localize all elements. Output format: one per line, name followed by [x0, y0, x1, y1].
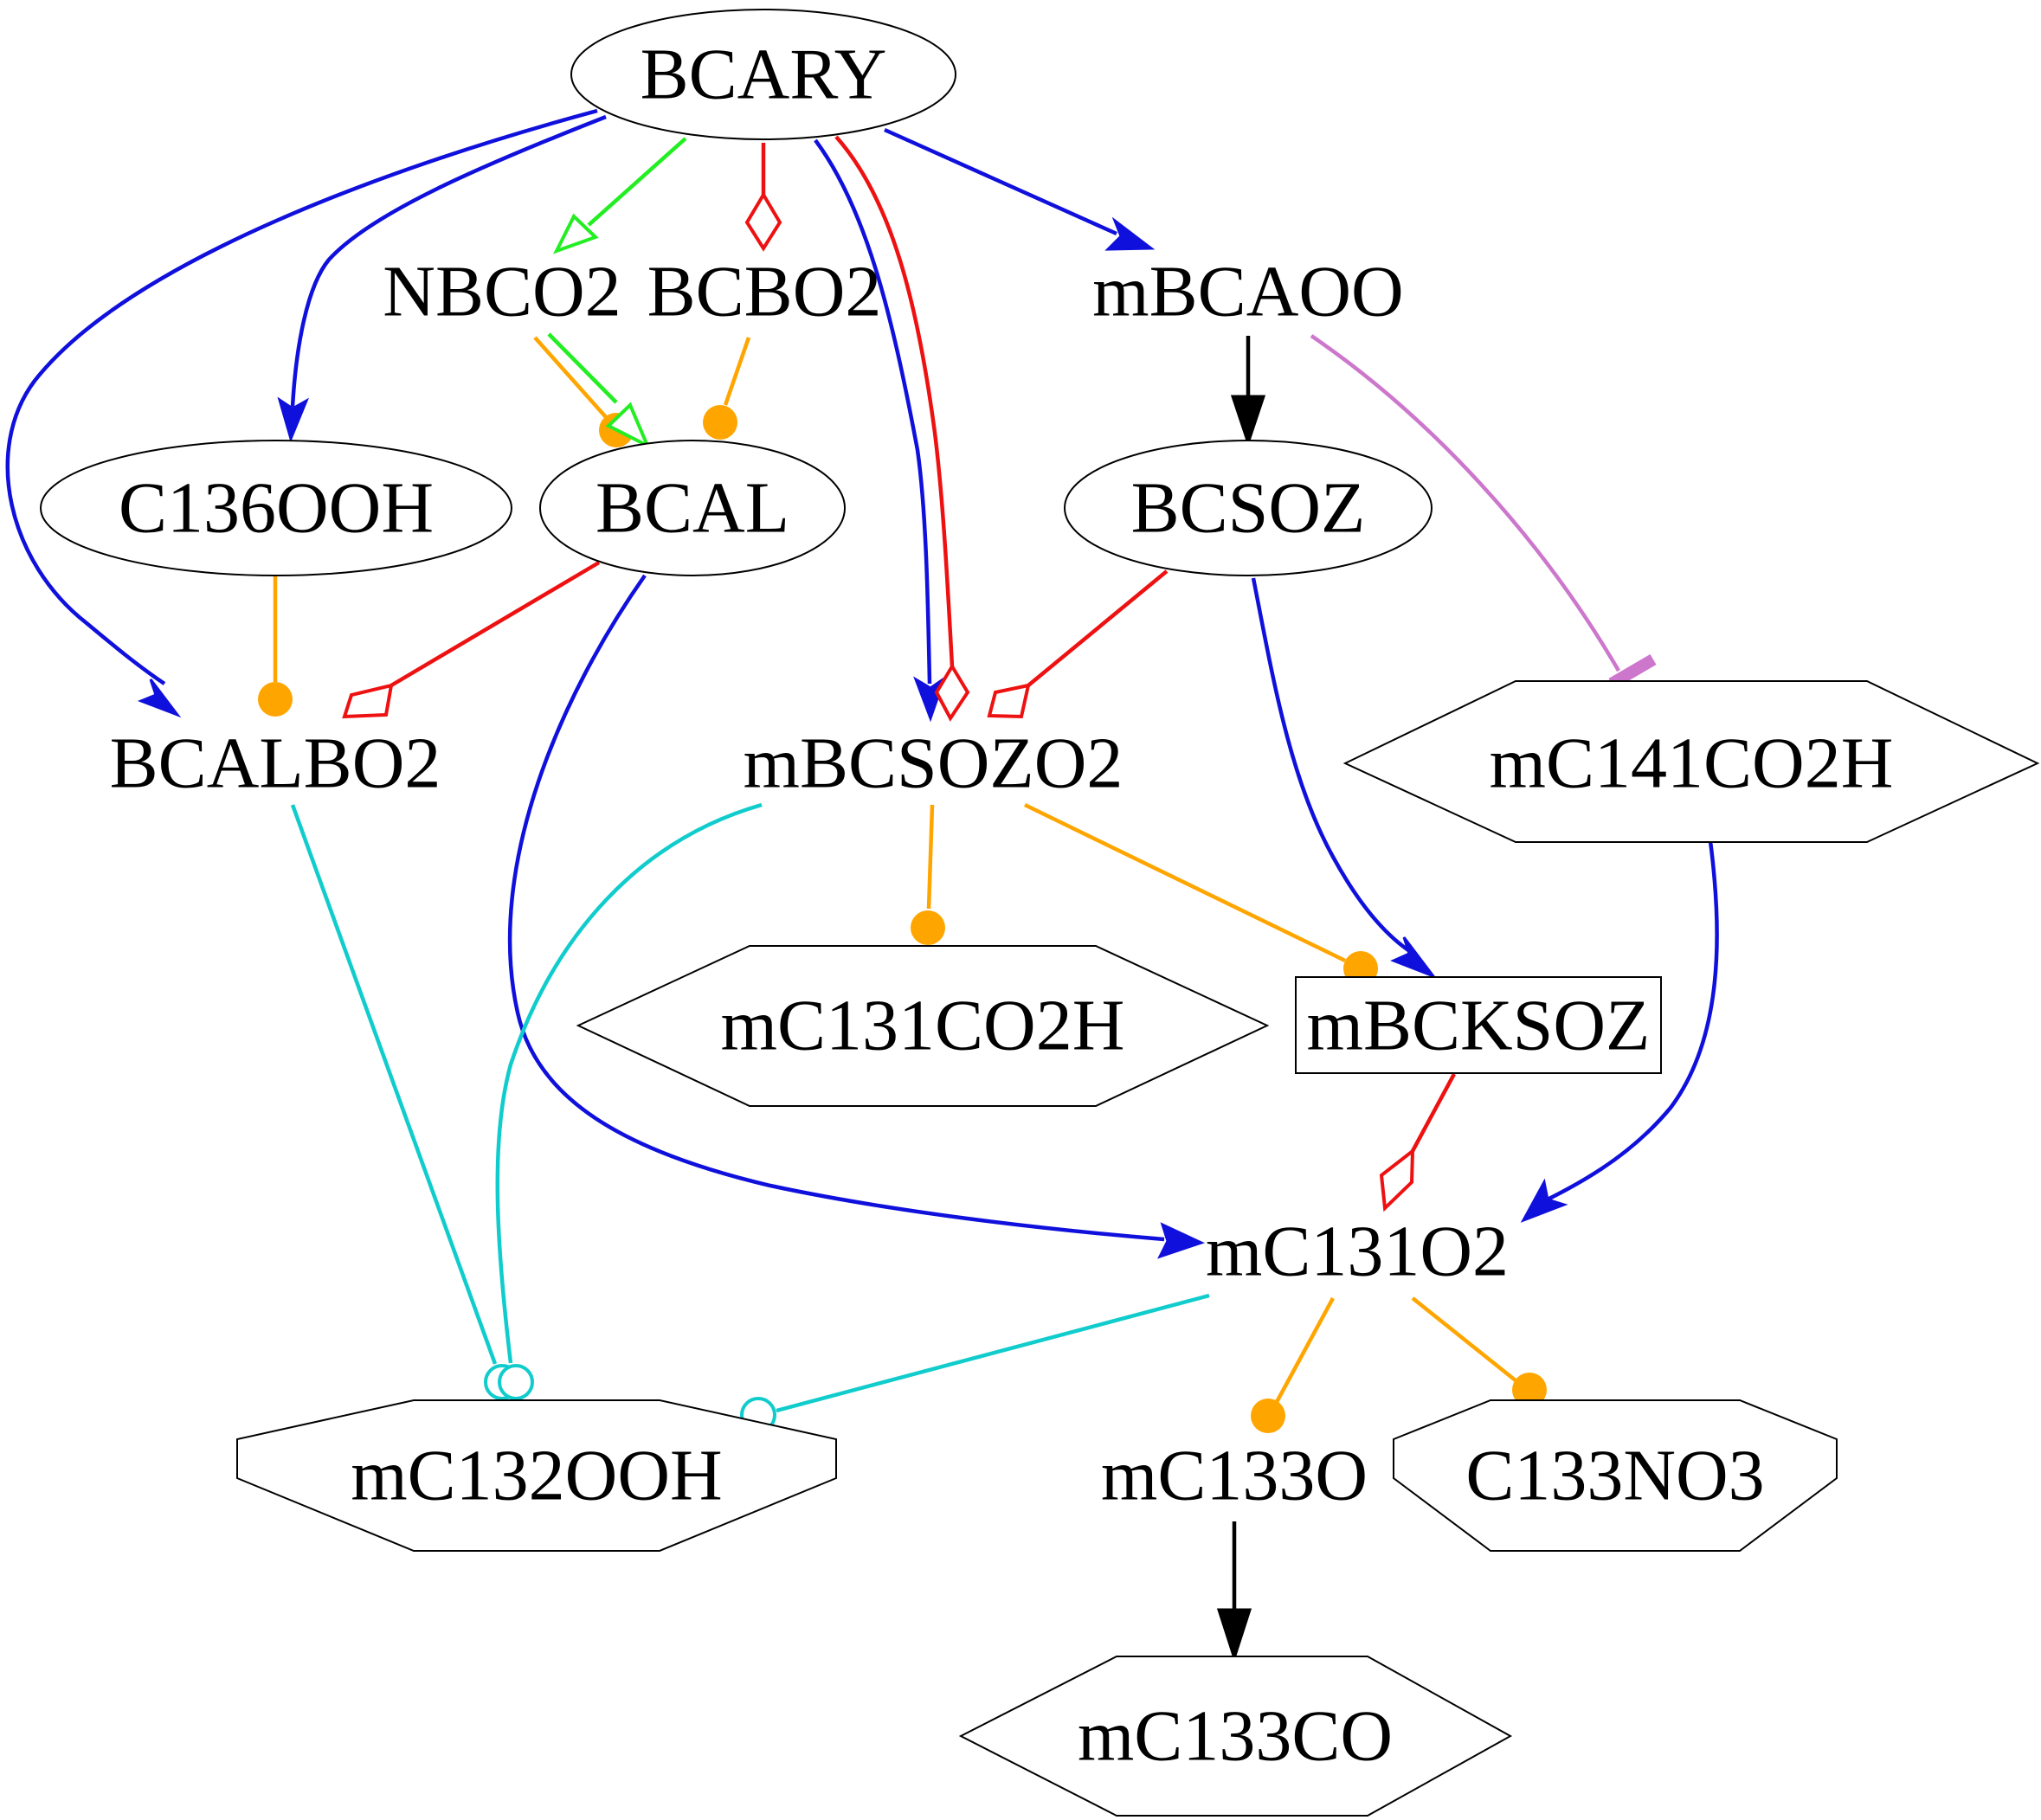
node-label: mC133CO — [1078, 1696, 1393, 1777]
node-mc141co2h: mC141CO2H — [1342, 680, 2040, 843]
node-label: mC132OOH — [351, 1436, 722, 1516]
edge-mbcaoo-bcsoz — [1230, 336, 1266, 447]
empty-diamond-arrowhead — [987, 683, 1031, 719]
vee-arrowhead — [1520, 1178, 1568, 1223]
edge-bcsoz-mbcksoz — [1251, 577, 1438, 980]
edge-bcary-bcalbo2 — [5, 108, 598, 718]
normal-arrowhead — [1216, 1608, 1252, 1662]
empty-diamond-arrowhead — [1379, 1147, 1415, 1212]
vee-arrowhead — [277, 396, 310, 443]
node-label: mBCAOO — [1092, 252, 1403, 332]
node-mc131co2h: mC131CO2H — [576, 945, 1270, 1107]
empty-diamond-arrowhead — [342, 683, 394, 719]
node-mc132ooh: mC132OOH — [236, 1399, 837, 1552]
node-label: mC141CO2H — [1490, 723, 1894, 804]
edge-mbcaoo-mc141co2h — [1310, 334, 1657, 690]
edge-c136ooh-bcalbo2 — [258, 576, 293, 717]
node-label: BCSOZ — [1131, 468, 1366, 549]
node-label: C136OOH — [119, 468, 434, 549]
node-mc133co: mC133CO — [958, 1656, 1513, 1817]
edge-bcal-mc131o2 — [507, 574, 1206, 1259]
node-mbcaoo: mBCAOO — [1092, 252, 1403, 332]
tee-arrowhead — [1608, 653, 1657, 690]
edge-bcal-bcalbo2 — [342, 561, 601, 719]
node-mbcsozo2: mBCSOZO2 — [744, 723, 1124, 804]
node-bcbo2: BCBO2 — [647, 252, 882, 332]
node-label: C133NO3 — [1465, 1436, 1764, 1516]
node-mbcksoz: mBCKSOZ — [1295, 976, 1662, 1074]
edge-mc131o2-mc132ooh — [740, 1293, 1210, 1433]
empty-triangle-arrowhead — [552, 213, 599, 254]
edge-bcary-bcbo2 — [744, 143, 782, 252]
node-label: mC133O — [1101, 1436, 1368, 1516]
edge-bcary-mbcsozo2-red — [834, 135, 970, 722]
node-bcsoz: BCSOZ — [1064, 440, 1433, 576]
node-label: NBCO2 — [383, 252, 621, 332]
edge-mc141co2h-mc131o2 — [1520, 840, 1719, 1223]
edge-mbcsozo2-mc131co2h — [911, 804, 945, 945]
edge-mc131o2-c133no3 — [1411, 1296, 1547, 1407]
node-c133no3: C133NO3 — [1393, 1399, 1838, 1552]
node-label: mC131CO2H — [721, 986, 1125, 1066]
dot-arrowhead — [1251, 1399, 1285, 1433]
empty-diamond-arrowhead — [934, 663, 970, 722]
vee-arrowhead — [1104, 216, 1156, 251]
nodes: BCARY NBCO2 BCBO2 mBCAOO C136OOH BCAL BC… — [40, 9, 2040, 1817]
edge-bcalbo2-mc132ooh — [290, 804, 520, 1400]
edge-mbcksoz-mc131o2 — [1379, 1072, 1456, 1212]
edge-bcbo2-bcal — [703, 337, 751, 440]
node-label: mC131O2 — [1206, 1212, 1509, 1292]
node-mc133o: mC133O — [1101, 1436, 1368, 1516]
edge-mbcsozo2-mc132ooh — [495, 802, 763, 1400]
edges — [5, 108, 1719, 1662]
dot-arrowhead — [258, 682, 293, 717]
vee-arrowhead — [137, 678, 182, 718]
empty-triangle-arrowhead — [605, 402, 651, 450]
edge-bcsoz-mbcsozo2 — [987, 569, 1169, 719]
node-label: BCBO2 — [647, 252, 882, 332]
edge-mc131o2-mc133o — [1251, 1296, 1335, 1433]
dot-arrowhead — [1512, 1373, 1547, 1407]
edge-bcary-c136ooh — [277, 114, 607, 443]
empty-diamond-arrowhead — [744, 191, 782, 252]
edge-nbco2-bcal-green — [547, 332, 651, 450]
node-bcalbo2: BCALBO2 — [110, 723, 441, 804]
node-bcal: BCAL — [539, 440, 846, 576]
edge-bcary-nbco2 — [552, 137, 687, 254]
edge-bcary-mbcsozo2-blue — [814, 138, 947, 723]
dot-arrowhead — [911, 910, 945, 945]
normal-arrowhead — [1230, 395, 1266, 447]
dot-arrowhead — [703, 405, 737, 440]
node-nbco2: NBCO2 — [383, 252, 621, 332]
node-bcary: BCARY — [570, 9, 956, 140]
node-label: BCARY — [641, 35, 887, 115]
edge-mc133o-mc133co — [1216, 1521, 1252, 1662]
vee-arrowhead — [1390, 936, 1438, 980]
node-c136ooh: C136OOH — [40, 440, 512, 576]
node-label: BCALBO2 — [110, 723, 441, 804]
odot-arrowhead — [498, 1364, 534, 1400]
node-label: BCAL — [596, 468, 789, 549]
node-label: mBCKSOZ — [1307, 986, 1651, 1066]
node-label: mBCSOZO2 — [744, 723, 1124, 804]
vee-arrowhead — [1157, 1222, 1206, 1259]
edge-bcary-mbcaoo — [884, 127, 1156, 251]
node-mc131o2: mC131O2 — [1206, 1212, 1509, 1292]
